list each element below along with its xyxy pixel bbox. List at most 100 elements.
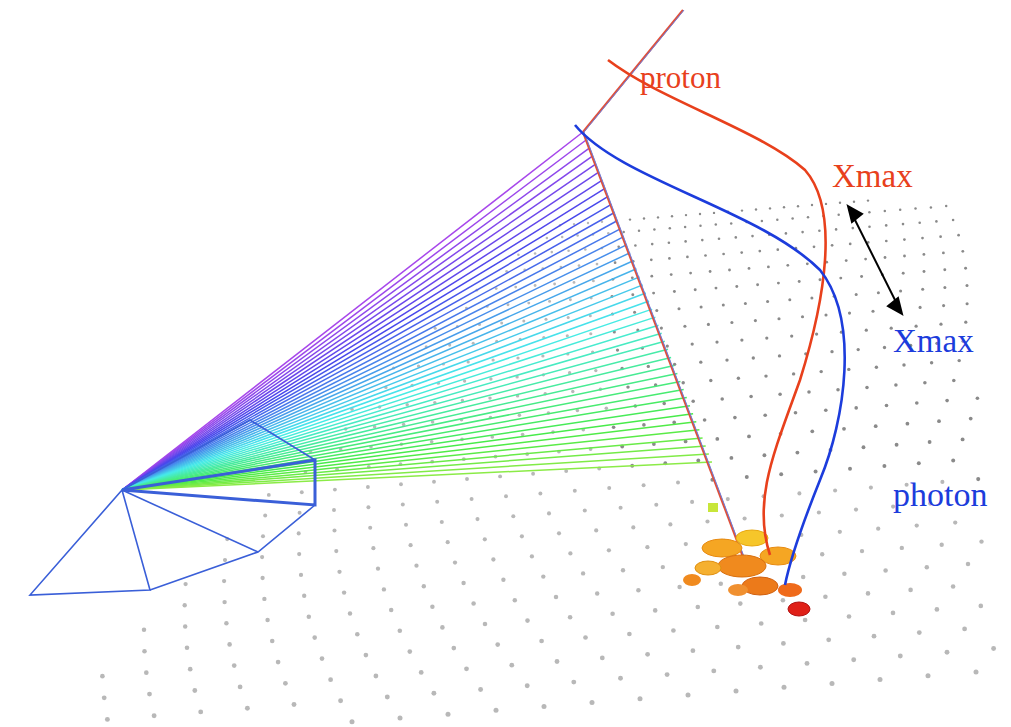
detector-dot — [705, 519, 709, 523]
detector-dot — [631, 525, 635, 529]
detector-dot — [730, 321, 733, 324]
detector-dot — [930, 206, 933, 209]
detector-dot — [810, 296, 813, 299]
detector-dot — [735, 285, 738, 288]
detector-dot — [465, 477, 469, 481]
detector-dot — [605, 406, 609, 410]
detector-dot — [626, 385, 629, 388]
detector-dot — [743, 516, 747, 520]
detector-dot — [945, 650, 950, 655]
detector-dot — [655, 309, 658, 312]
detector-dot — [525, 683, 530, 688]
detector-dot — [748, 267, 751, 270]
detector-dot — [918, 221, 921, 224]
detector-dot — [781, 598, 786, 603]
light-ray — [122, 382, 681, 491]
detector-dot — [729, 456, 733, 460]
detector-dot — [860, 549, 864, 553]
detector-dot — [590, 700, 595, 705]
detector-dot — [546, 237, 549, 240]
detector-dot — [100, 674, 105, 679]
detector-dot — [919, 306, 922, 309]
detector-dot — [847, 614, 852, 619]
detector-dot — [642, 483, 646, 487]
detector-dot — [564, 469, 568, 473]
detector-dot — [811, 204, 813, 206]
detector-dot — [643, 217, 645, 219]
detector-dot — [223, 558, 227, 562]
detector-dot — [332, 528, 336, 532]
shower-label: Xmax — [832, 160, 913, 193]
detector-dot — [854, 508, 858, 512]
detector-dot — [671, 215, 673, 217]
detector-dot — [600, 656, 605, 661]
detector-dot — [885, 224, 888, 227]
detector-dot — [504, 494, 508, 498]
detector-dot — [475, 517, 479, 521]
fluorescence-telescope — [30, 420, 315, 595]
detector-dot — [925, 565, 929, 569]
detector-dot — [612, 425, 616, 429]
detector-dot — [328, 677, 333, 682]
detector-dot — [778, 354, 781, 357]
detector-dot — [903, 255, 906, 258]
detector-dot — [814, 470, 818, 474]
detector-dot — [786, 264, 789, 267]
detector-dot — [665, 672, 670, 677]
light-ray — [122, 438, 703, 490]
detector-dot — [685, 214, 687, 216]
detector-dot — [939, 235, 942, 238]
detector-dot — [260, 576, 264, 580]
detector-dot — [902, 272, 905, 275]
detector-dot — [694, 288, 697, 291]
detector-dot — [966, 562, 970, 566]
detector-dot — [298, 511, 302, 515]
detector-dot — [908, 588, 913, 593]
detector-dot — [297, 531, 301, 535]
detector-dot — [260, 555, 264, 559]
detector-dot — [876, 527, 880, 531]
detector-dot — [631, 293, 634, 296]
detector-dot — [350, 719, 355, 724]
detector-dot — [797, 491, 801, 495]
detector-dot — [777, 282, 780, 285]
detector-dot — [704, 254, 707, 257]
detector-dot — [926, 673, 931, 678]
detector-dot — [807, 390, 811, 394]
detector-dot — [964, 267, 967, 270]
detector-dot — [942, 304, 945, 307]
detector-dot — [382, 587, 386, 591]
detector-dot — [401, 503, 405, 507]
detector-dot — [700, 305, 703, 308]
detector-dot — [654, 503, 658, 507]
detector-dot — [676, 481, 680, 485]
detector-dot — [962, 627, 967, 632]
xmax-difference-arrow — [848, 206, 902, 314]
detector-dot — [440, 520, 444, 524]
detector-dot — [826, 637, 831, 642]
detector-dot — [782, 685, 787, 690]
detector-dot — [478, 687, 483, 692]
detector-dot — [699, 225, 702, 228]
detector-dot — [730, 222, 733, 225]
detector-dot — [514, 286, 517, 289]
light-ray — [122, 293, 646, 490]
detector-dot — [681, 381, 684, 384]
detector-dot — [885, 404, 889, 408]
detector-dot — [518, 413, 522, 417]
detector-dot — [686, 256, 689, 259]
detector-dot — [185, 646, 190, 651]
detector-dot — [764, 374, 767, 377]
detector-dot — [943, 286, 946, 289]
detector-dot — [728, 269, 731, 272]
detector-dot — [899, 289, 902, 292]
detector-dot — [366, 485, 370, 489]
detector-dot — [553, 283, 556, 286]
detector-dot — [587, 222, 589, 224]
detector-dot — [848, 467, 852, 471]
detector-dot — [494, 708, 499, 713]
detector-dot — [872, 634, 877, 639]
detector-dot — [696, 605, 701, 610]
detector-dot — [801, 231, 804, 234]
detector-dot — [979, 539, 983, 543]
